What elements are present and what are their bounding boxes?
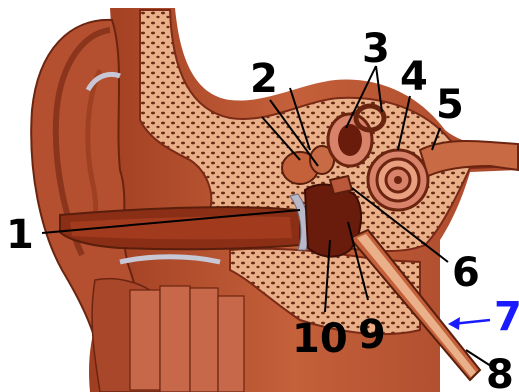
label-8: 8 xyxy=(486,352,514,392)
cochlea xyxy=(368,150,428,210)
arrowhead-7 xyxy=(448,317,460,330)
label-3: 3 xyxy=(362,26,390,72)
middle-ear-cavity xyxy=(305,185,361,257)
label-4: 4 xyxy=(400,54,428,100)
label-5: 5 xyxy=(436,82,464,128)
label-9: 9 xyxy=(358,312,386,358)
label-1: 1 xyxy=(6,212,34,258)
leader-line-7 xyxy=(448,317,490,330)
label-6: 6 xyxy=(452,250,480,296)
label-2: 2 xyxy=(250,56,278,102)
label-7: 7 xyxy=(494,294,519,340)
label-10: 10 xyxy=(292,316,348,362)
parotid-tissue xyxy=(130,286,244,392)
stapes xyxy=(330,176,352,194)
